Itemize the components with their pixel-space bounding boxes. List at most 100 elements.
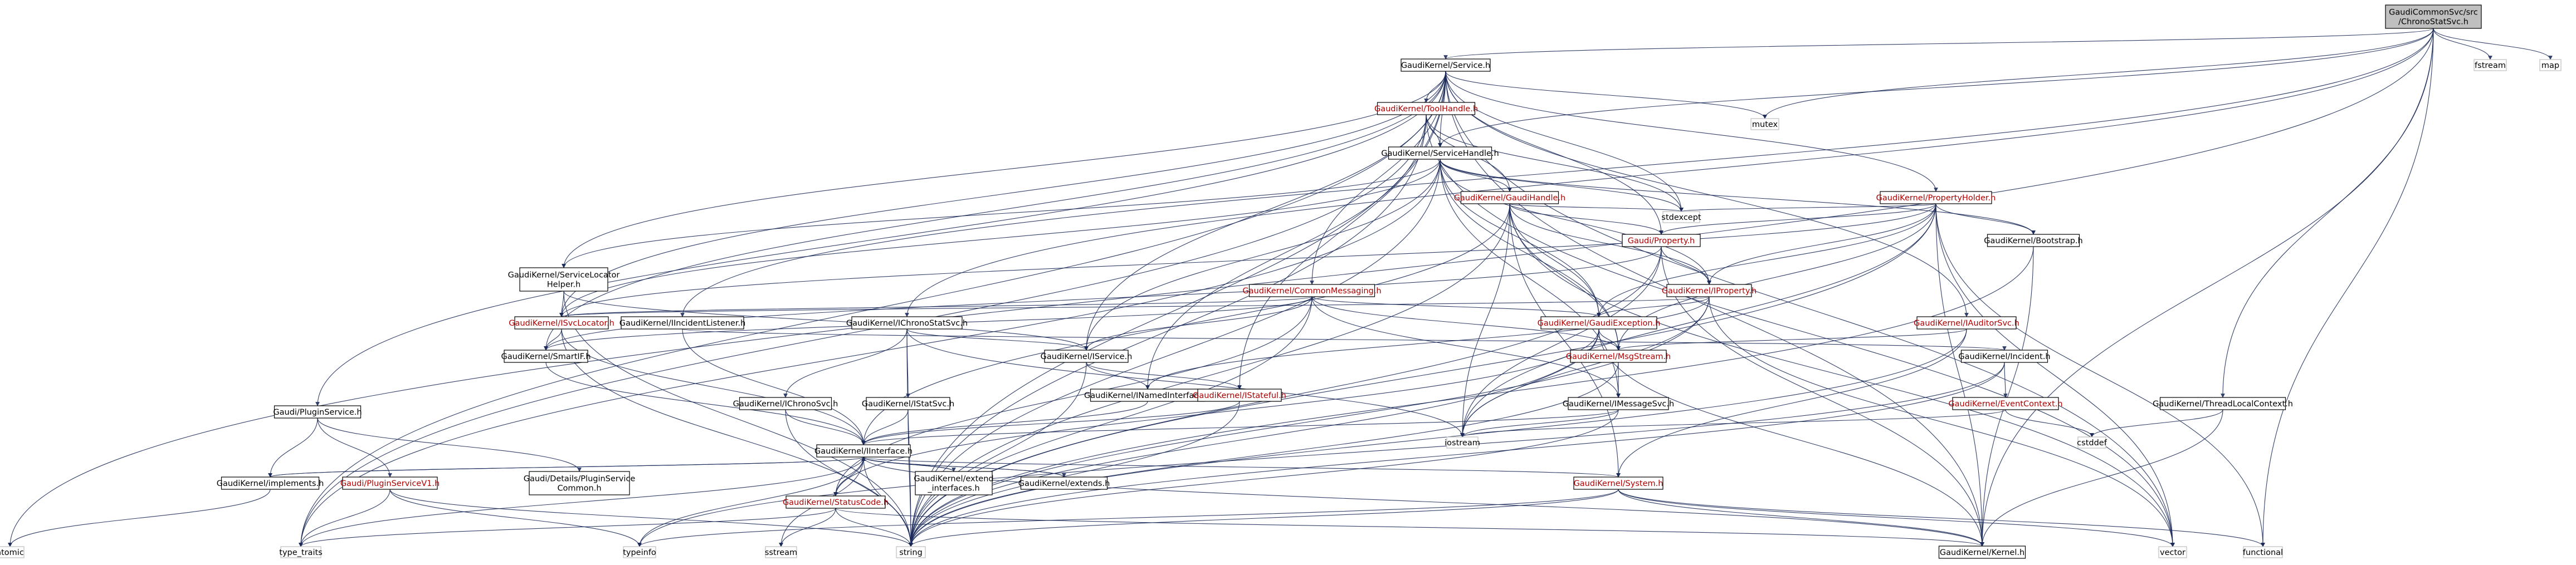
node-istateful[interactable]: GaudiKernel/IStateful.h [1193,389,1286,402]
node-ichronostatsvc[interactable]: GaudiKernel/IChronoStatSvc.h [846,316,968,330]
node-stdexcept[interactable]: stdexcept [1661,211,1701,223]
node-propertyholder[interactable]: GaudiKernel/PropertyHolder.h [1876,191,1996,204]
edge-gaudiexception-to-kernel [1598,328,1984,547]
node-kernel[interactable]: GaudiKernel/Kernel.h [1938,546,2026,559]
node-root[interactable]: GaudiCommonSvc/src/ChronoStatSvc.h [2385,4,2482,29]
node-box [1622,234,1701,247]
node-eventcontext[interactable]: GaudiKernel/EventContext.h [1948,397,2063,410]
node-pluginservicev1[interactable]: Gaudi/PluginServiceV1.h [340,476,440,490]
node-system[interactable]: GaudiKernel/System.h [1573,476,1663,490]
node-implements[interactable]: GaudiKernel/implements.h [217,476,324,490]
edge-implements-to-atomic [8,489,271,547]
node-iostream[interactable]: iostream [1445,436,1480,449]
node-extends[interactable]: GaudiKernel/extends.h [1018,476,1110,490]
edge-imessagesvc-to-iostream [1460,409,1619,438]
edge-bootstrap-to-kernel [1980,246,2034,547]
edge-service-to-string [909,71,1446,547]
node-box [1880,191,1992,204]
node-bootstrap[interactable]: GaudiKernel/Bootstrap.h [1984,234,2083,247]
node-gaudiexception[interactable]: GaudiKernel/GaudiException.h [1538,316,1661,330]
node-label: GaudiKernel/extend [914,475,993,484]
node-fstream[interactable]: fstream [2473,59,2507,71]
node-vector[interactable]: vector [2158,546,2187,558]
node-isvclocator[interactable]: GaudiKernel/ISvcLocator.h [509,316,614,330]
node-box [816,444,911,458]
node-label: stdexcept [1661,213,1701,222]
edge-service-to-istateful [1237,71,1446,390]
node-map[interactable]: map [2539,59,2562,71]
edge-propertyholder-to-property [1659,203,1936,235]
node-property[interactable]: Gaudi/Property.h [1622,234,1701,247]
edge-incident-to-string [909,362,2005,547]
node-typetraits[interactable]: type_traits [279,546,323,558]
edge-gaudihandle-to-stdexcept [1509,203,1684,212]
node-toolhandle[interactable]: GaudiKernel/ToolHandle.h [1374,102,1478,115]
node-atomic[interactable]: atomic [0,546,25,558]
node-commonmessaging[interactable]: GaudiKernel/CommonMessaging.h [1242,284,1382,297]
edge-incident-to-typeinfo [637,362,2005,547]
node-string[interactable]: string [896,546,926,558]
node-sstream[interactable]: sstream [765,546,797,558]
edge-pluginservicev1-to-string [389,489,913,547]
edge-iincidentlistener-to-iinterface [682,328,866,445]
node-box [765,546,797,558]
edge-smartif-to-iinterface [545,362,866,445]
node-iinterface[interactable]: GaudiKernel/IInterface.h [814,444,913,458]
node-pluginservice[interactable]: Gaudi/PluginService.h [273,405,362,419]
edge-servicehandle-to-stdexcept [1440,159,1684,212]
node-box [1938,546,2026,559]
node-service[interactable]: GaudiKernel/Service.h [1401,58,1491,72]
node-label: GaudiKernel/Kernel.h [1940,548,2024,557]
node-label: GaudiKernel/ToolHandle.h [1374,105,1478,114]
edge-service-to-propertyholder [1445,71,1938,192]
node-label: GaudiKernel/IProperty.h [1662,287,1757,296]
edge-service-to-iauditorsvc [1445,71,1969,317]
node-mutex[interactable]: mutex [1750,118,1779,130]
node-label: GaudiKernel/SmartIF.h [501,352,591,361]
node-inamedinterface[interactable]: GaudiKernel/INamedInterface.h [1084,389,1211,402]
node-label: type_traits [279,548,322,557]
edge-root-to-threadlocalcontext [2221,28,2434,398]
node-istatsvc[interactable]: GaudiKernel/IStatSvc.h [862,397,954,410]
node-label: GaudiCommonSvc/src [2389,8,2478,17]
node-box [1573,476,1663,490]
edge-propertyholder-to-kernel [1935,203,1984,547]
node-typeinfo[interactable]: typeinfo [623,546,656,558]
node-threadlocalcontext[interactable]: GaudiKernel/ThreadLocalContext.h [2153,397,2293,410]
node-label: Gaudi/Property.h [1628,237,1695,245]
node-imessagesvc[interactable]: GaudiKernel/IMessageSvc.h [1563,397,1674,410]
edge-gaudiexception-to-statuscode [833,328,1599,497]
edge-service-to-stdexcept [1445,71,1684,212]
node-servicehandle[interactable]: GaudiKernel/ServiceHandle.h [1381,146,1499,160]
node-smartif[interactable]: GaudiKernel/SmartIF.h [501,350,591,363]
edge-servicehandle-to-iproperty [1440,159,1711,285]
node-ichronosvc[interactable]: GaudiKernel/IChronoSvc.h [733,397,838,410]
edge-servicehandle-to-string [909,159,1441,547]
edge-root-to-kernel [1980,28,2434,547]
node-iincidentlistener[interactable]: GaudiKernel/IIncidentListener.h [619,316,746,330]
edge-commonmessaging-to-gaudiexception [1311,296,1601,317]
node-statuscode[interactable]: GaudiKernel/StatusCode.h [783,495,889,509]
node-box [1960,350,2048,363]
edge-iauditorsvc-to-string [909,328,1967,547]
node-functional[interactable]: functional [2243,546,2283,558]
node-iservice[interactable]: GaudiKernel/IService.h [1041,350,1133,363]
node-extendinterfaces[interactable]: GaudiKernel/extend_interfaces.h [914,471,994,495]
edge-iincidentlistener-to-incident [682,328,2006,351]
edge-service-to-isvclocator [559,71,1446,317]
node-iauditorsvc[interactable]: GaudiKernel/IAuditorSvc.h [1914,316,2019,330]
node-box [1197,389,1282,402]
node-cstddef[interactable]: cstddef [2077,436,2107,449]
node-iproperty[interactable]: GaudiKernel/IProperty.h [1662,284,1757,297]
node-label: Gaudi/Details/PluginService [524,475,636,484]
edge-statuscode-to-string [835,508,913,547]
node-msgstream[interactable]: GaudiKernel/MsgStream.h [1566,350,1671,363]
node-label: GaudiKernel/INamedInterface.h [1084,391,1211,400]
edge-iservice-to-string [909,362,1087,547]
node-box [529,471,630,495]
node-gaudihandle[interactable]: GaudiKernel/GaudiHandle.h [1454,191,1565,204]
node-incident[interactable]: GaudiKernel/Incident.h [1958,350,2051,363]
node-label: Common.h [557,484,601,493]
